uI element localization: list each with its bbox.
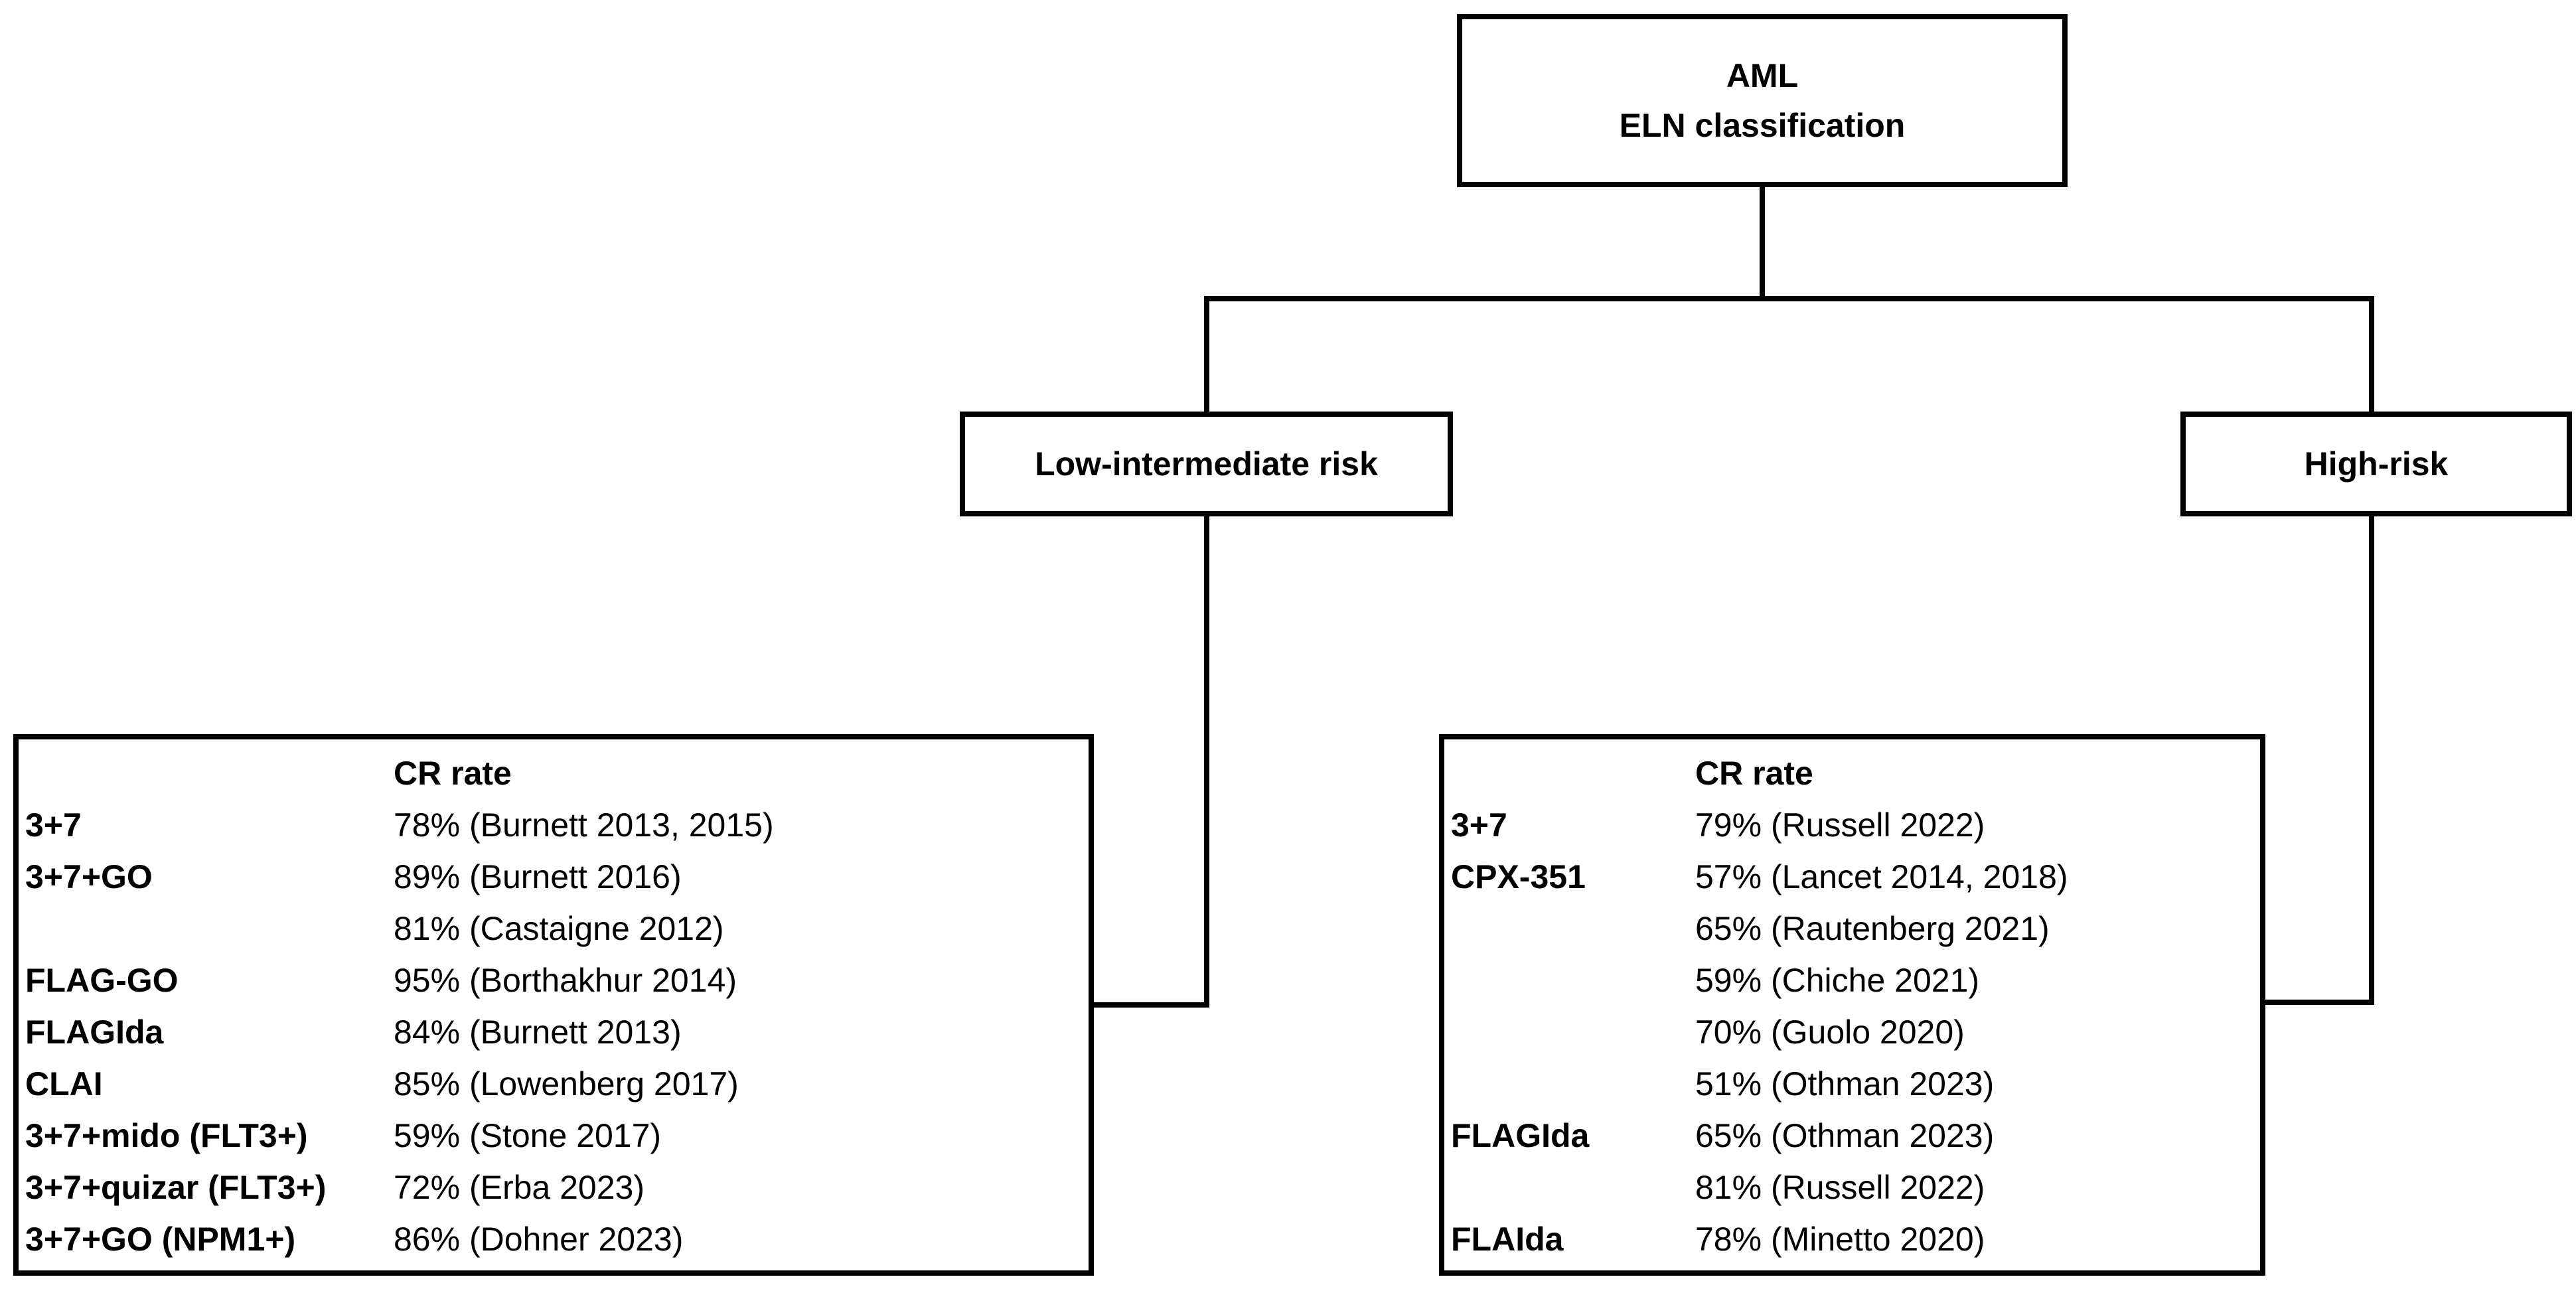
table-row: 3+7+GO 89% (Burnett 2016) <box>19 851 1089 903</box>
cr-rate-cell: 65% (Othman 2023) <box>1695 1117 1995 1154</box>
cr-rate-header: CR rate <box>1695 755 1813 792</box>
table-row: 70% (Guolo 2020) <box>1444 1006 2260 1058</box>
table-row: 3+7 79% (Russell 2022) <box>1444 799 2260 851</box>
cr-rate-cell: 57% (Lancet 2014, 2018) <box>1695 858 2068 895</box>
table-row: 81% (Castaigne 2012) <box>19 903 1089 954</box>
table-row: 3+7+quizar (FLT3+) 72% (Erba 2023) <box>19 1162 1089 1213</box>
low-risk-label: Low-intermediate risk <box>1035 445 1378 483</box>
regimen-cell: CLAI <box>25 1065 103 1102</box>
cr-rate-cell: 72% (Erba 2023) <box>394 1169 645 1206</box>
cr-rate-cell: 78% (Burnett 2013, 2015) <box>394 806 774 844</box>
regimen-cell: FLAGIda <box>25 1014 164 1051</box>
table-row: 65% (Rautenberg 2021) <box>1444 903 2260 954</box>
regimen-cell: 3+7+GO (NPM1+) <box>25 1221 296 1258</box>
cr-rate-cell: 65% (Rautenberg 2021) <box>1695 910 2050 947</box>
cr-rate-cell: 95% (Borthakhur 2014) <box>394 962 737 999</box>
low-risk-connector-line <box>1089 511 1209 1008</box>
table-row: 3+7 78% (Burnett 2013, 2015) <box>19 799 1089 851</box>
high-risk-label: High-risk <box>2304 445 2449 483</box>
high-risk-table: CR rate 3+7 79% (Russell 2022) CPX-351 5… <box>1439 734 2265 1276</box>
cr-rate-cell: 70% (Guolo 2020) <box>1695 1014 1965 1051</box>
cr-rate-cell: 85% (Lowenberg 2017) <box>394 1065 739 1102</box>
cr-rate-cell: 81% (Russell 2022) <box>1695 1169 1985 1206</box>
table-row: 51% (Othman 2023) <box>1444 1058 2260 1110</box>
cr-rate-cell: 81% (Castaigne 2012) <box>394 910 724 947</box>
regimen-cell: FLAGIda <box>1451 1117 1590 1154</box>
regimen-cell: 3+7 <box>25 806 82 844</box>
table-header-row: CR rate <box>19 747 1089 799</box>
table-row: CLAI 85% (Lowenberg 2017) <box>19 1058 1089 1110</box>
table-row: FLAIda 78% (Minetto 2020) <box>1444 1213 2260 1265</box>
cr-rate-cell: 79% (Russell 2022) <box>1695 806 1985 844</box>
root-subtitle: ELN classification <box>1619 106 1906 144</box>
high-risk-connector-line <box>2260 511 2374 1005</box>
cr-rate-cell: 89% (Burnett 2016) <box>394 858 682 895</box>
cr-rate-cell: 86% (Dohner 2023) <box>394 1221 684 1258</box>
table-row: FLAGIda 65% (Othman 2023) <box>1444 1110 2260 1162</box>
regimen-cell: 3+7+GO <box>25 858 153 895</box>
low-risk-table: CR rate 3+7 78% (Burnett 2013, 2015) 3+7… <box>13 734 1094 1276</box>
table-row: 3+7+mido (FLT3+) 59% (Stone 2017) <box>19 1110 1089 1162</box>
cr-rate-header: CR rate <box>394 755 512 792</box>
high-risk-node: High-risk <box>2180 412 2572 516</box>
regimen-cell: FLAG-GO <box>25 962 179 999</box>
table-row: FLAGIda 84% (Burnett 2013) <box>19 1006 1089 1058</box>
cr-rate-cell: 59% (Chiche 2021) <box>1695 962 1980 999</box>
regimen-cell: 3+7+quizar (FLT3+) <box>25 1169 327 1206</box>
table-row: FLAG-GO 95% (Borthakhur 2014) <box>19 954 1089 1006</box>
root-node: AML ELN classification <box>1457 14 2068 187</box>
table-row: CPX-351 57% (Lancet 2014, 2018) <box>1444 851 2260 903</box>
table-row: 59% (Chiche 2021) <box>1444 954 2260 1006</box>
root-title: AML <box>1726 56 1799 94</box>
cr-rate-cell: 59% (Stone 2017) <box>394 1117 662 1154</box>
regimen-cell: 3+7 <box>1451 806 1507 844</box>
table-row: 81% (Russell 2022) <box>1444 1162 2260 1213</box>
cr-rate-cell: 78% (Minetto 2020) <box>1695 1221 1985 1258</box>
table-header-row: CR rate <box>1444 747 2260 799</box>
regimen-cell: FLAIda <box>1451 1221 1564 1258</box>
low-risk-node: Low-intermediate risk <box>960 412 1453 516</box>
regimen-cell: 3+7+mido (FLT3+) <box>25 1117 308 1154</box>
table-row: 3+7+GO (NPM1+) 86% (Dohner 2023) <box>19 1213 1089 1265</box>
cr-rate-cell: 84% (Burnett 2013) <box>394 1014 682 1051</box>
cr-rate-cell: 51% (Othman 2023) <box>1695 1065 1995 1102</box>
regimen-cell: CPX-351 <box>1451 858 1586 895</box>
